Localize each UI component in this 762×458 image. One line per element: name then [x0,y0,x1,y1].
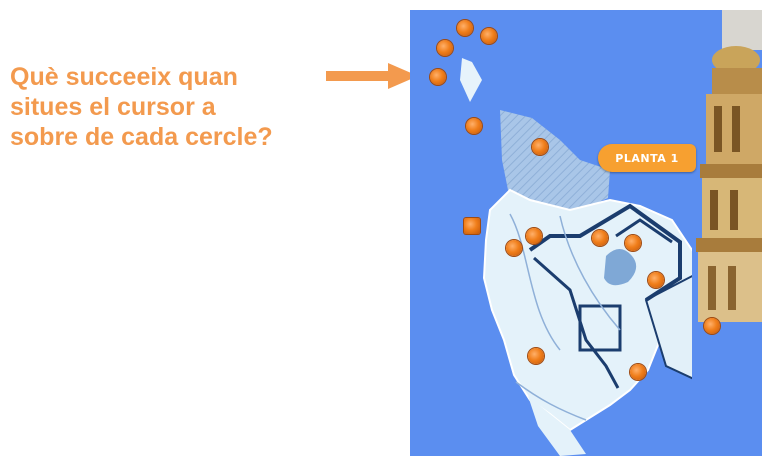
hotspot-circle[interactable] [704,318,720,334]
hotspot-circle[interactable] [506,240,522,256]
hotspot-circle[interactable] [437,40,453,56]
hotspot-circle[interactable] [630,364,646,380]
floor-plan-map: PLANTA 1 [410,10,762,456]
hotspot-circle[interactable] [430,69,446,85]
hotspot-circle[interactable] [464,218,480,234]
floor-label-badge[interactable]: PLANTA 1 [598,144,696,172]
question-line-1: Què succeeix quan [10,63,238,91]
hotspot-circle[interactable] [625,235,641,251]
hotspot-circle[interactable] [592,230,608,246]
instruction-question: Què succeeix quan situes el cursor a sob… [10,62,350,152]
hotspot-circle[interactable] [528,348,544,364]
hotspot-circle[interactable] [532,139,548,155]
hotspot-circle[interactable] [481,28,497,44]
building-floor-plan [460,58,758,456]
pointer-arrow-icon [326,63,418,89]
hotspot-circle[interactable] [457,20,473,36]
tower-illustration [692,10,762,456]
hotspot-circle[interactable] [648,272,664,288]
hotspot-circle[interactable] [466,118,482,134]
hotspot-circle[interactable] [526,228,542,244]
question-line-2: situes el cursor a [10,93,216,121]
question-line-3: sobre de cada cercle? [10,123,273,151]
